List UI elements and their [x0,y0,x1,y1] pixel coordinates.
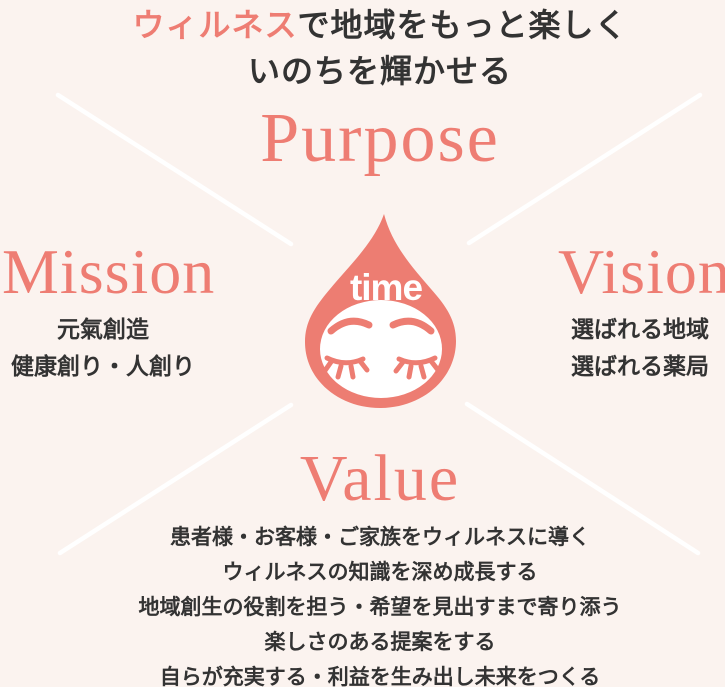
vision-line: 選ばれる地域 [571,316,709,342]
mission-heading: Mission [2,236,216,307]
left-eye-lash [335,363,344,380]
value-heading: Value [299,442,461,515]
cross-line-top-right [466,92,703,246]
right-eye-lash [428,358,441,373]
catch-copy-line1: ウィルネスで地域をもっと楽しく [35,2,725,48]
value-line: ウィルネスの知識を深め成長する [222,561,538,584]
right-eye-lash [418,363,427,380]
catch-copy-rest: で地域をもっと楽しく [297,7,628,43]
mascot-face [320,300,442,398]
catch-copy-line2: いのちを輝かせる [247,53,512,89]
time-label: time [350,267,423,308]
catch-copy-accent: ウィルネス [132,7,298,43]
mascot-eyebrows [327,317,435,335]
right-eye-lash [406,363,414,380]
value-line: 自らが充実する・利益を生み出し未来をつくる [159,666,601,687]
mission-line: 健康創り・人創り [11,353,195,379]
purpose-heading: Purpose [260,100,500,177]
value-statement: 患者様・お客様・ご家族をウィルネスに導く ウィルネスの知識を深め成長する 地域創… [35,520,725,687]
value-line: 楽しさのある提案をする [264,631,496,654]
left-eye-lash [357,358,370,373]
mission-statement: 元氣創造 健康創り・人創り [4,311,202,385]
right-eye-lash [393,359,406,374]
cross-line-bottom-left [57,402,294,556]
mascot-closed-eyes [321,355,441,380]
left-eye-lash [348,363,356,380]
right-eyebrow [389,317,435,335]
value-line: 地域創生の役割を担う・希望を見出すまで寄り添う [138,596,622,619]
value-line: 患者様・お客様・ご家族をウィルネスに導く [170,526,590,549]
left-eyebrow [327,317,373,335]
vision-heading: Vision [558,236,725,307]
vision-statement: 選ばれる地域 選ばれる薬局 [566,311,714,385]
left-eye-lash [321,359,334,375]
time-drop-icon: time [305,214,456,408]
mission-line: 元氣創造 [57,316,149,342]
vision-line: 選ばれる薬局 [571,353,709,379]
cross-line-bottom-right [464,401,701,556]
catch-copy: ウィルネスで地域をもっと楽しく いのちを輝かせる [35,2,725,94]
cross-line-top-left [55,92,294,247]
